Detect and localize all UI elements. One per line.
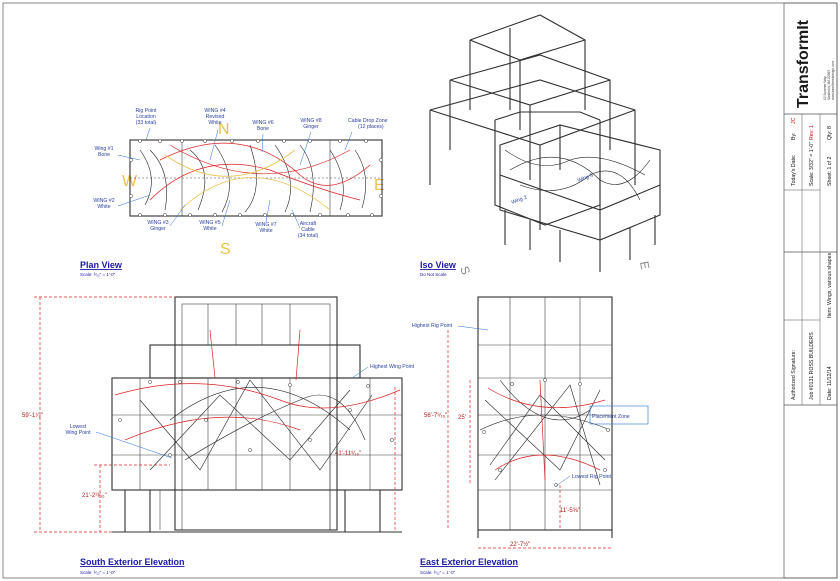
iso-view: Wing 2 Wing 5 S E Iso View Do Not Scale [420, 14, 661, 277]
iso-compass-e: E [637, 260, 652, 270]
tb-scale: Scale: 3/32" = 1'-0" [809, 142, 815, 186]
company-logo: TransformIt [795, 19, 812, 108]
company-address: 12 Summer WaySandwich, MA 02563www.trans… [823, 61, 835, 100]
east-dim-zone: 25' [458, 415, 466, 421]
south-elevation: 59'-1⁷⁄₈" 41'-11⁹⁄₁₆" 21'-2¹³⁄₁₆" Highes… [22, 296, 415, 575]
tb-sheet: Sheet: 1 of 2 [827, 156, 833, 186]
plan-title: Plan View [80, 260, 123, 270]
south-title: South Exterior Elevation [80, 557, 185, 567]
tb-rev: Rev: 1 [809, 125, 815, 140]
label-placement-zone: Placement Zone [592, 414, 630, 420]
east-dim-overall: 56'-7⁹⁄₁₆" [424, 412, 447, 419]
east-title: East Exterior Elevation [420, 557, 518, 567]
south-dim-low: 21'-2¹³⁄₁₆" [82, 493, 107, 499]
tb-qty: Qty: 8 [827, 126, 833, 140]
compass-n: N [218, 121, 230, 138]
label-highest-rig: Highest Rig Point [412, 323, 453, 329]
south-dim-right: 41'-11⁹⁄₁₆" [335, 450, 361, 457]
label-lowest-rig: Lowest Rig Point [572, 474, 611, 480]
svg-text:Wing 5: Wing 5 [577, 173, 594, 184]
iso-title: Iso View [420, 260, 457, 270]
iso-compass-s: S [457, 264, 473, 276]
tb-todays-date: Today's Date: [791, 155, 797, 186]
east-dim-width: 22'-7½" [510, 541, 530, 548]
compass-e: E [374, 177, 385, 194]
east-elevation: 56'-7⁹⁄₁₆" 25' 11'-5⅝" 22'-7½" Highest R… [412, 296, 649, 575]
east-dim-low: 11'-5⅝" [560, 508, 580, 514]
tb-by: By: [791, 133, 797, 141]
svg-text:Wing 2: Wing 2 [511, 195, 528, 206]
east-scale: Scale: ³⁄₃₂" = 1'-0" [420, 570, 456, 575]
south-scale: Scale: ³⁄₃₂" = 1'-0" [80, 570, 116, 575]
tb-job: Job #0131 ROSS BUILDERS [809, 332, 815, 400]
south-dim-overall: 59'-1⁷⁄₈" [22, 412, 43, 419]
tb-authorized: Authorized Signature: [791, 350, 797, 400]
label-highest-wing: Highest Wing Point [370, 364, 415, 370]
tb-by-value: JC [791, 117, 797, 124]
tb-item: Item: Wings, various shapes [827, 252, 833, 318]
iso-scale: Do Not Scale [420, 272, 447, 277]
label-cable-drop: Cable Drop Zone(12 places) [348, 118, 388, 130]
tb-date: Date: 11/12/14 [827, 366, 833, 400]
compass-s: S [220, 241, 231, 258]
plan-scale: Scale: ³⁄₃₂" = 1'-0" [80, 272, 116, 277]
title-block: TransformIt 12 Summer WaySandwich, MA 02… [783, 2, 838, 579]
